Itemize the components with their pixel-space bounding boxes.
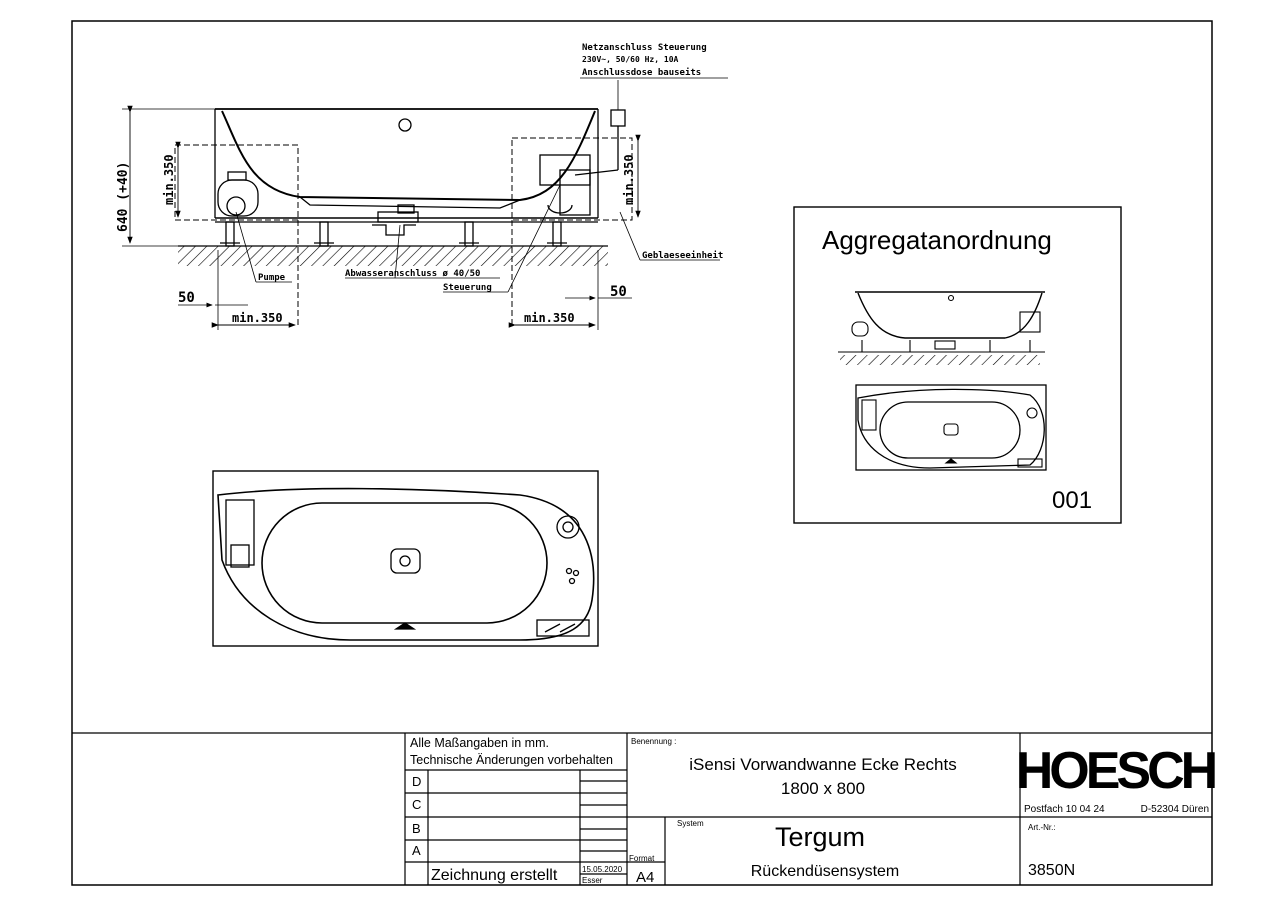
revision-c: C: [412, 797, 421, 812]
system-subtitle: Rückendüsensystem: [751, 863, 900, 880]
brand-logo: HOESCH: [1016, 742, 1216, 800]
format-label: Format: [629, 854, 655, 863]
address-po: Postfach 10 04 24: [1024, 804, 1105, 815]
left-50-label: 50: [178, 290, 195, 306]
created-label: Zeichnung erstellt: [431, 867, 558, 884]
overflow-hole: [398, 118, 412, 132]
right-min350-label: min.350: [524, 311, 575, 325]
min350-left-vertical-label: min.350: [162, 154, 176, 205]
plan-basin: [261, 502, 548, 624]
product-size: 1800 x 800: [781, 779, 865, 798]
benennung-label: Benennung :: [631, 737, 676, 746]
supply-note-line1: Netzanschluss Steuerung: [582, 43, 707, 53]
blower-unit: [539, 154, 591, 216]
plan-frame: [212, 470, 599, 647]
format-value: A4: [636, 869, 654, 886]
inset-panel: Aggregatanordnung 001: [793, 206, 1122, 524]
height-dimension-label: 640 (+40): [116, 162, 131, 232]
side-elevation-view: [122, 77, 728, 330]
drain-trap: [372, 204, 419, 236]
control-label: Steuerung: [443, 283, 492, 293]
inset-title: Aggregatanordnung: [822, 225, 1052, 255]
supply-note: Netzanschluss Steuerung 230V~, 50/60 Hz,…: [582, 43, 707, 78]
plan-blower-box: [536, 619, 590, 637]
blower-label: Geblaeseeinheit: [642, 250, 723, 261]
sheet-border: [71, 20, 1213, 886]
left-min350-label: min.350: [232, 311, 283, 325]
min350-right-vertical-label: min.350: [622, 154, 636, 205]
socket-box: [610, 109, 626, 127]
tub-feet: [220, 221, 567, 247]
tub-basin-profile: [221, 110, 596, 202]
floor-hatch: [178, 246, 608, 266]
drain-label: Abwasseranschluss ø 40/50: [345, 269, 480, 279]
plan-drain: [390, 548, 421, 574]
pump-unit: [217, 171, 259, 217]
right-50-label: 50: [610, 284, 627, 300]
plan-view: [212, 470, 599, 647]
article-label: Art.-Nr.:: [1028, 823, 1056, 832]
plan-tub-outline: [217, 487, 595, 641]
product-name: iSensi Vorwandwanne Ecke Rechts: [689, 755, 956, 774]
revision-b: B: [412, 821, 421, 836]
title-block: [72, 732, 1212, 885]
pump-label: Pumpe: [258, 273, 286, 283]
created-by: Esser: [582, 876, 603, 885]
plan-pump: [225, 499, 255, 566]
address-city: D-52304 Düren: [1141, 804, 1209, 815]
plan-overflow: [393, 622, 417, 630]
note-dimensions: Alle Maßangaben in mm.: [410, 736, 549, 750]
supply-note-line2: 230V~, 50/60 Hz, 10A: [582, 55, 679, 64]
revision-a: A: [412, 843, 421, 858]
system-name: Tergum: [775, 822, 865, 852]
revision-d: D: [412, 774, 421, 789]
article-number: 3850N: [1028, 862, 1075, 879]
system-label: System: [677, 819, 704, 828]
created-date: 15.05.2020: [582, 865, 623, 874]
supply-note-line3: Anschlussdose bauseits: [582, 67, 701, 78]
plan-control-knob: [556, 515, 580, 539]
note-changes: Technische Änderungen vorbehalten: [410, 753, 613, 767]
inset-number: 001: [1052, 487, 1092, 514]
